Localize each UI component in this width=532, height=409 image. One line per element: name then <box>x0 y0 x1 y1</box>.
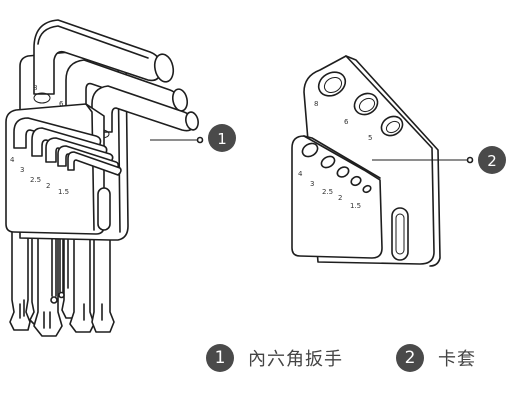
holder-label-5: 5 <box>368 134 372 142</box>
holder-top-holes <box>317 71 404 137</box>
legend-number-1: 1 <box>206 344 234 372</box>
holder-label-1-5: 1.5 <box>350 202 361 210</box>
legend-label-2: 卡套 <box>438 349 476 370</box>
holder-label-8: 8 <box>314 100 318 108</box>
svg-text:2: 2 <box>487 152 497 170</box>
holder-label-2-5: 2.5 <box>322 188 333 196</box>
legend-label-1: 內六角扳手 <box>248 349 343 370</box>
holder-front-plate <box>291 135 383 259</box>
holder-label-2: 2 <box>338 194 342 202</box>
size-label-8: 8 <box>33 84 37 92</box>
legend-item-1: 1 內六角扳手 <box>206 343 343 373</box>
callout-2: 2 <box>372 146 506 174</box>
holder-size-labels-top: 8 6 5 <box>314 100 372 142</box>
hex-size-labels-short: 4 3 2.5 2 1.5 <box>10 156 69 196</box>
size-label-2-5: 2.5 <box>30 176 41 184</box>
hex-key-shafts <box>9 211 115 337</box>
size-label-4: 4 <box>10 156 15 164</box>
holder-bottom-holes <box>301 142 372 194</box>
holder-size-labels-bottom: 4 3 2.5 2 1.5 <box>298 170 361 210</box>
holder-label-4: 4 <box>298 170 303 178</box>
callout-1: 1 <box>150 124 236 152</box>
holder-label-6: 6 <box>344 118 349 126</box>
legend-item-2: 2 卡套 <box>396 343 476 373</box>
size-label-6: 6 <box>59 100 64 108</box>
hex-key-set-illustration: 8 6 5 4 3 2.5 2 1.5 1 <box>5 19 236 337</box>
holder-illustration: 8 6 5 4 3 2.5 2 1.5 2 <box>291 55 506 267</box>
hex-keys-long <box>33 19 199 139</box>
svg-text:1: 1 <box>217 130 227 148</box>
size-label-1-5: 1.5 <box>58 188 69 196</box>
size-label-3: 3 <box>20 166 24 174</box>
holder-label-3: 3 <box>310 180 314 188</box>
legend-number-2: 2 <box>396 344 424 372</box>
hex-keys-short <box>13 117 122 176</box>
size-label-2: 2 <box>46 182 50 190</box>
